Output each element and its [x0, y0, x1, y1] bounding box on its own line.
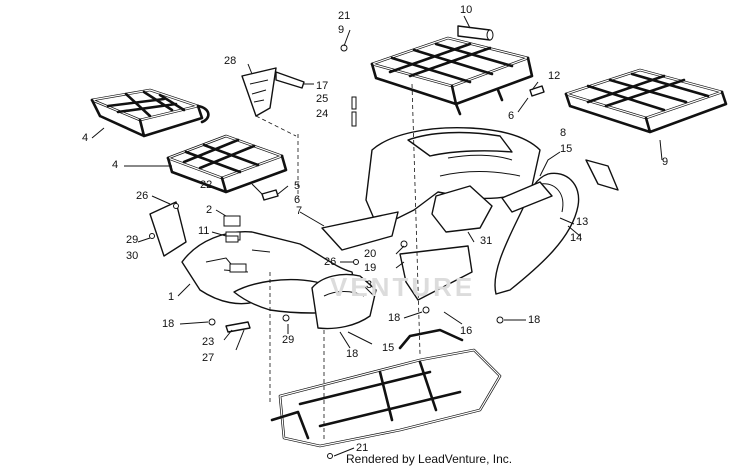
rear-fender[interactable]	[365, 127, 541, 233]
callout-15-bottom[interactable]: 15	[382, 342, 395, 354]
side-panels[interactable]	[149, 201, 473, 301]
callout-10[interactable]: 10	[460, 4, 473, 16]
callout-9-right[interactable]: 9	[662, 156, 669, 168]
callout-3[interactable]: 3	[366, 279, 373, 291]
callout-18-mid[interactable]: 18	[388, 312, 401, 324]
rear-rack-top[interactable]	[370, 36, 534, 116]
callout-14[interactable]: 14	[570, 232, 583, 244]
callout-25[interactable]: 25	[316, 93, 329, 105]
callout-18-bottom[interactable]: 18	[346, 348, 359, 360]
callout-21-top[interactable]: 21	[338, 10, 351, 22]
callout-28[interactable]: 28	[224, 55, 237, 67]
callout-16[interactable]: 16	[460, 325, 473, 337]
rear-rack-side[interactable]	[564, 68, 728, 134]
small-hardware	[149, 44, 545, 459]
front-rack-lower[interactable]	[166, 134, 288, 194]
fender-flare[interactable]	[494, 159, 619, 295]
watermark-text: VENTURE	[330, 272, 476, 302]
callout-23[interactable]: 23	[202, 336, 215, 348]
front-fender[interactable]	[311, 273, 377, 330]
frame[interactable]	[270, 328, 502, 448]
callout-13[interactable]: 13	[576, 216, 589, 228]
callout-1[interactable]: 1	[168, 291, 175, 303]
callout-2[interactable]: 2	[206, 204, 213, 216]
callout-7[interactable]: 7	[296, 205, 303, 217]
callout-29-left[interactable]: 29	[126, 234, 139, 246]
callout-20[interactable]: 20	[364, 248, 377, 260]
bracket[interactable]	[241, 67, 305, 117]
credit-line: Rendered by LeadVenture, Inc.	[346, 452, 513, 466]
callout-4-upper[interactable]: 4	[82, 132, 89, 144]
callout-4-lower[interactable]: 4	[112, 159, 119, 171]
callout-12[interactable]: 12	[548, 70, 561, 82]
callout-9-top[interactable]: 9	[338, 24, 345, 36]
grab-handle[interactable]	[457, 25, 494, 41]
callout-26-left[interactable]: 26	[136, 190, 149, 202]
callout-5[interactable]: 5	[294, 180, 301, 192]
fastener-pins[interactable]	[351, 96, 357, 127]
callout-11[interactable]: 11	[198, 225, 210, 237]
callout-6-top[interactable]: 6	[508, 110, 515, 122]
callout-8[interactable]: 8	[560, 127, 567, 139]
callout-19[interactable]: 19	[364, 262, 377, 274]
callout-21-bottom[interactable]: 21	[356, 442, 369, 454]
leader-lines	[91, 15, 663, 457]
callout-22[interactable]: 22	[200, 179, 213, 191]
front-rack-upper[interactable]	[90, 88, 210, 138]
callout-18-left[interactable]: 18	[162, 318, 175, 330]
callout-27[interactable]: 27	[202, 352, 215, 364]
callout-31[interactable]: 31	[480, 235, 493, 247]
callout-18-right[interactable]: 18	[528, 314, 541, 326]
callout-17[interactable]: 17	[316, 80, 329, 92]
callout-30[interactable]: 30	[126, 250, 139, 262]
callout-26-mid[interactable]: 26	[324, 256, 337, 268]
callout-6-mid[interactable]: 6	[294, 194, 301, 206]
callout-15-right[interactable]: 15	[560, 143, 573, 155]
callout-29-bottom[interactable]: 29	[282, 334, 295, 346]
callout-24[interactable]: 24	[316, 108, 329, 120]
